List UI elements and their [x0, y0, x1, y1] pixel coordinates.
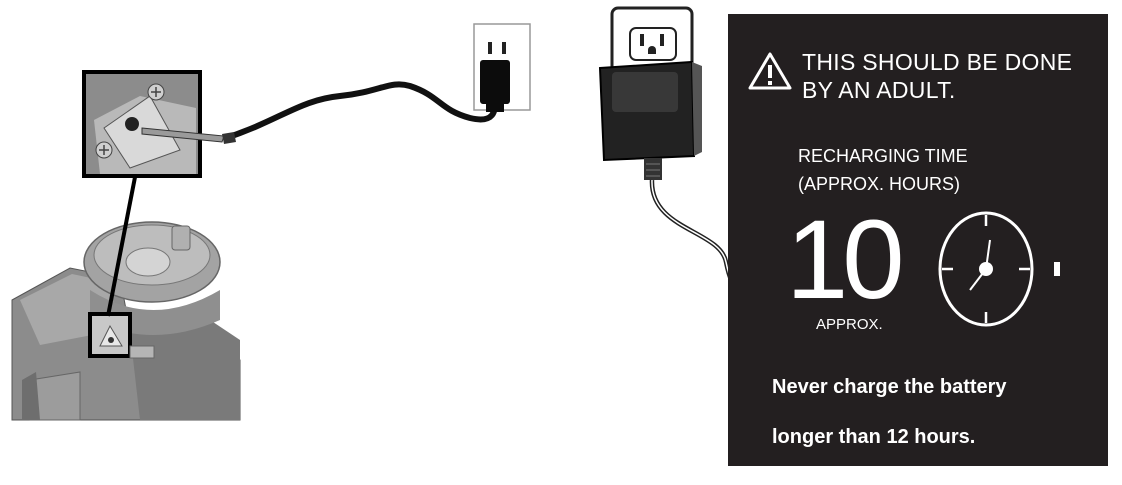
- recharge-label-line-1: RECHARGING TIME: [798, 146, 968, 166]
- instruction-panel: THIS SHOULD BE DONE BY AN ADULT. RECHARG…: [728, 14, 1108, 466]
- warning-line-1: THIS SHOULD BE DONE: [802, 49, 1073, 75]
- warning-line-2: BY AN ADULT.: [802, 77, 956, 103]
- recharge-label: RECHARGING TIME (APPROX. HOURS): [798, 142, 968, 198]
- note-line-2: longer than 12 hours.: [772, 426, 976, 448]
- zoom-line: [106, 171, 138, 317]
- wall-outlet-small: [473, 23, 531, 112]
- charger-cable: [223, 81, 498, 141]
- warning-triangle-icon: [748, 52, 792, 90]
- ride-on-vehicle: [11, 221, 241, 421]
- wall-adapter: [598, 6, 702, 180]
- adult-warning: THIS SHOULD BE DONE BY AN ADULT.: [748, 48, 1072, 104]
- port-closeup: [82, 70, 225, 178]
- charge-limit-note: Never charge the battery longer than 12 …: [772, 362, 1007, 462]
- recharge-label-line-2: (APPROX. HOURS): [798, 174, 961, 194]
- recharge-hours: 10: [786, 197, 905, 322]
- approx-label: APPROX.: [816, 316, 883, 333]
- clock-icon: [938, 211, 1060, 327]
- note-line-1: Never charge the battery: [772, 376, 1007, 398]
